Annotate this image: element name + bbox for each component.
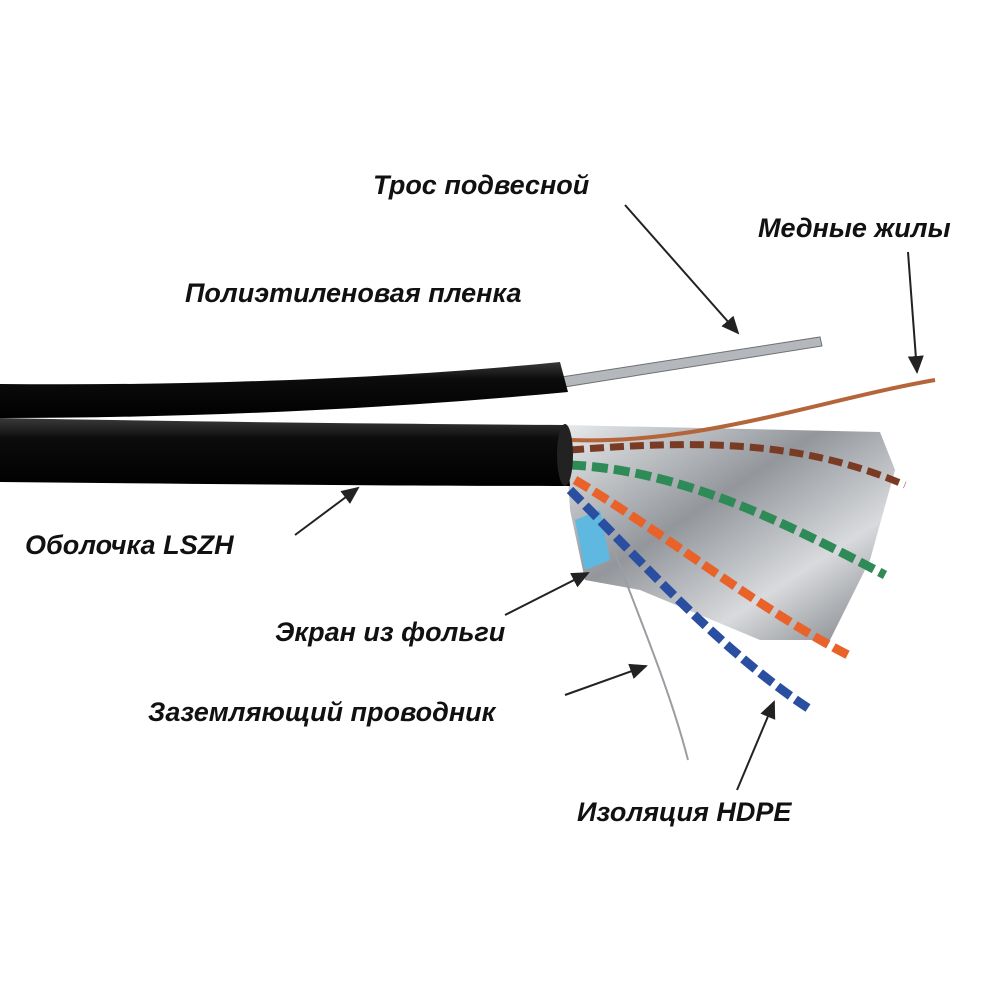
blue-pair	[566, 486, 811, 712]
sheath-end	[557, 424, 573, 486]
arrow-copper	[907, 251, 924, 374]
label-hdpe-insulation: Изоляция HDPE	[577, 797, 792, 827]
label-foil-shield: Экран из фольги	[275, 617, 506, 647]
messenger-sheath	[0, 362, 568, 418]
arrow-foil	[504, 572, 590, 616]
brown-pair	[569, 441, 907, 489]
steel-wire	[554, 336, 823, 389]
arrow-suspension	[624, 204, 740, 335]
arrow-sheath	[294, 486, 360, 536]
label-suspension-cable: Трос подвесной	[373, 170, 590, 200]
label-drain-wire: Заземляющий проводник	[148, 697, 496, 727]
label-polyethylene-film: Полиэтиленовая пленка	[185, 278, 522, 308]
main-sheath	[0, 418, 570, 486]
copper-wire	[569, 378, 936, 443]
orange-pair	[572, 476, 851, 660]
label-lszh-sheath: Оболочка LSZH	[25, 530, 234, 560]
drain-wire	[611, 544, 689, 761]
foil-shield	[565, 425, 895, 640]
arrow-hdpe	[736, 700, 776, 791]
label-copper-cores: Медные жилы	[758, 213, 951, 243]
arrow-drain	[564, 663, 648, 696]
green-pair	[569, 460, 888, 579]
